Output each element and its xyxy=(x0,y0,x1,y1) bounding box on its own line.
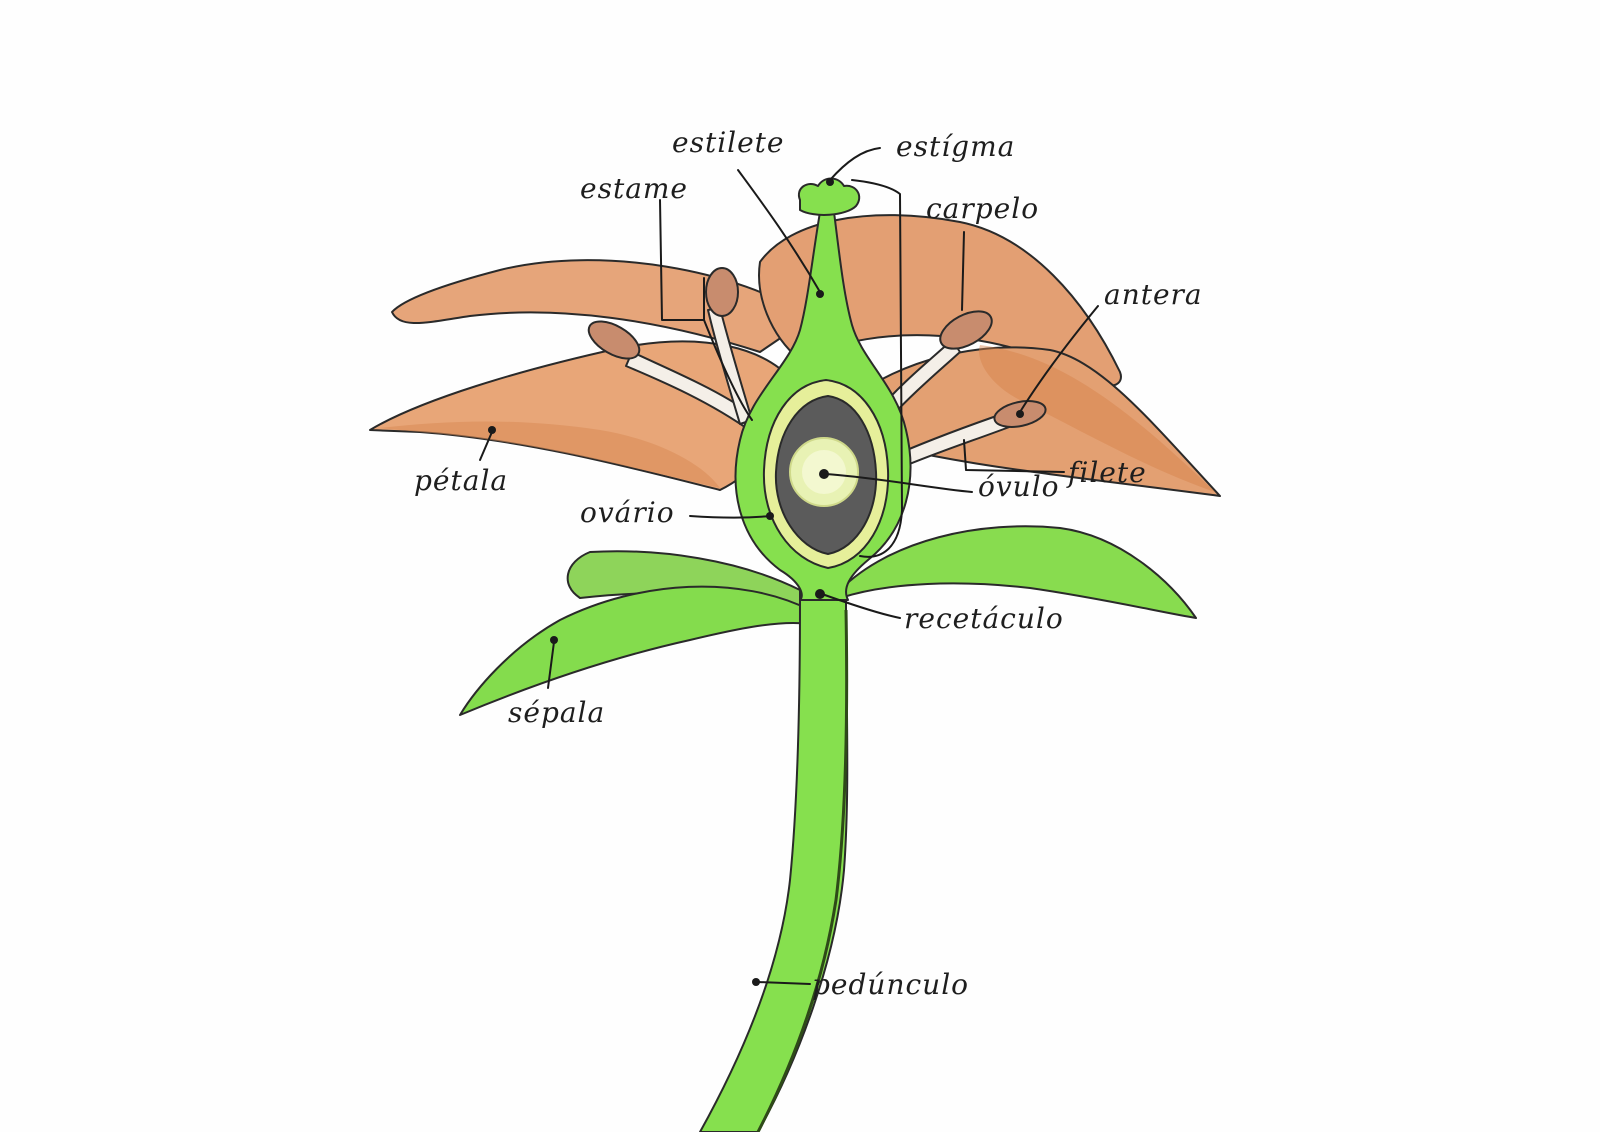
sepal-left xyxy=(459,585,811,716)
label-petala: pétala xyxy=(414,464,508,497)
label-estame: estame xyxy=(580,172,688,205)
dot-ovulo xyxy=(819,469,829,479)
anther-left-lower xyxy=(587,320,641,360)
leader-recetaculo xyxy=(821,593,901,619)
label-antera: antera xyxy=(1104,278,1203,311)
leader-pedunculo xyxy=(757,981,811,985)
leader-lines xyxy=(479,147,1099,986)
leader-sepala xyxy=(547,641,555,689)
petal-front-left-shade xyxy=(380,421,720,488)
petal-back-left xyxy=(391,259,811,353)
leader-filete xyxy=(963,439,1065,473)
label-ovario: ovário xyxy=(580,496,675,529)
sepals xyxy=(459,525,1197,716)
sepal-right xyxy=(839,525,1197,619)
dot-estilete xyxy=(816,290,824,298)
peduncle xyxy=(699,599,849,1132)
leader-ovulo xyxy=(825,473,973,493)
leader-antera xyxy=(1019,305,1099,413)
dot-petala xyxy=(488,426,496,434)
filament-left-upper xyxy=(707,307,753,425)
peduncle-shadow xyxy=(756,609,849,1132)
leader-estame xyxy=(659,199,753,421)
leader-carpelo xyxy=(851,179,903,558)
anther-right-upper xyxy=(939,310,993,350)
label-filete: filete xyxy=(1066,456,1147,489)
petals xyxy=(369,214,1221,497)
leader-ovario xyxy=(689,515,771,519)
stigma xyxy=(797,177,861,216)
label-pedunculo: pedúnculo xyxy=(812,968,969,1001)
leader-estilete xyxy=(737,169,821,293)
dot-pedunculo xyxy=(752,978,760,986)
label-recetaculo: recetáculo xyxy=(904,602,1064,635)
label-estilete: estilete xyxy=(672,126,785,159)
leader-carpelo-stamen xyxy=(961,231,965,311)
anther-left-upper xyxy=(705,267,739,317)
petal-front-right-shade xyxy=(979,345,1215,492)
dot-antera xyxy=(1016,410,1024,418)
dot-recetaculo xyxy=(815,589,825,599)
leader-estigma xyxy=(829,147,881,181)
leader-petala xyxy=(479,431,493,461)
labels: estilete estígma estame carpelo antera p… xyxy=(414,126,1203,1001)
label-estigma: estígma xyxy=(896,130,1015,163)
label-carpelo: carpelo xyxy=(926,192,1039,225)
dot-sepala xyxy=(550,636,558,644)
stamens xyxy=(587,267,1047,469)
dot-estigma xyxy=(826,178,834,186)
dot-ovario xyxy=(766,512,774,520)
label-ovulo: óvulo xyxy=(978,470,1060,503)
label-sepala: sépala xyxy=(508,696,605,729)
